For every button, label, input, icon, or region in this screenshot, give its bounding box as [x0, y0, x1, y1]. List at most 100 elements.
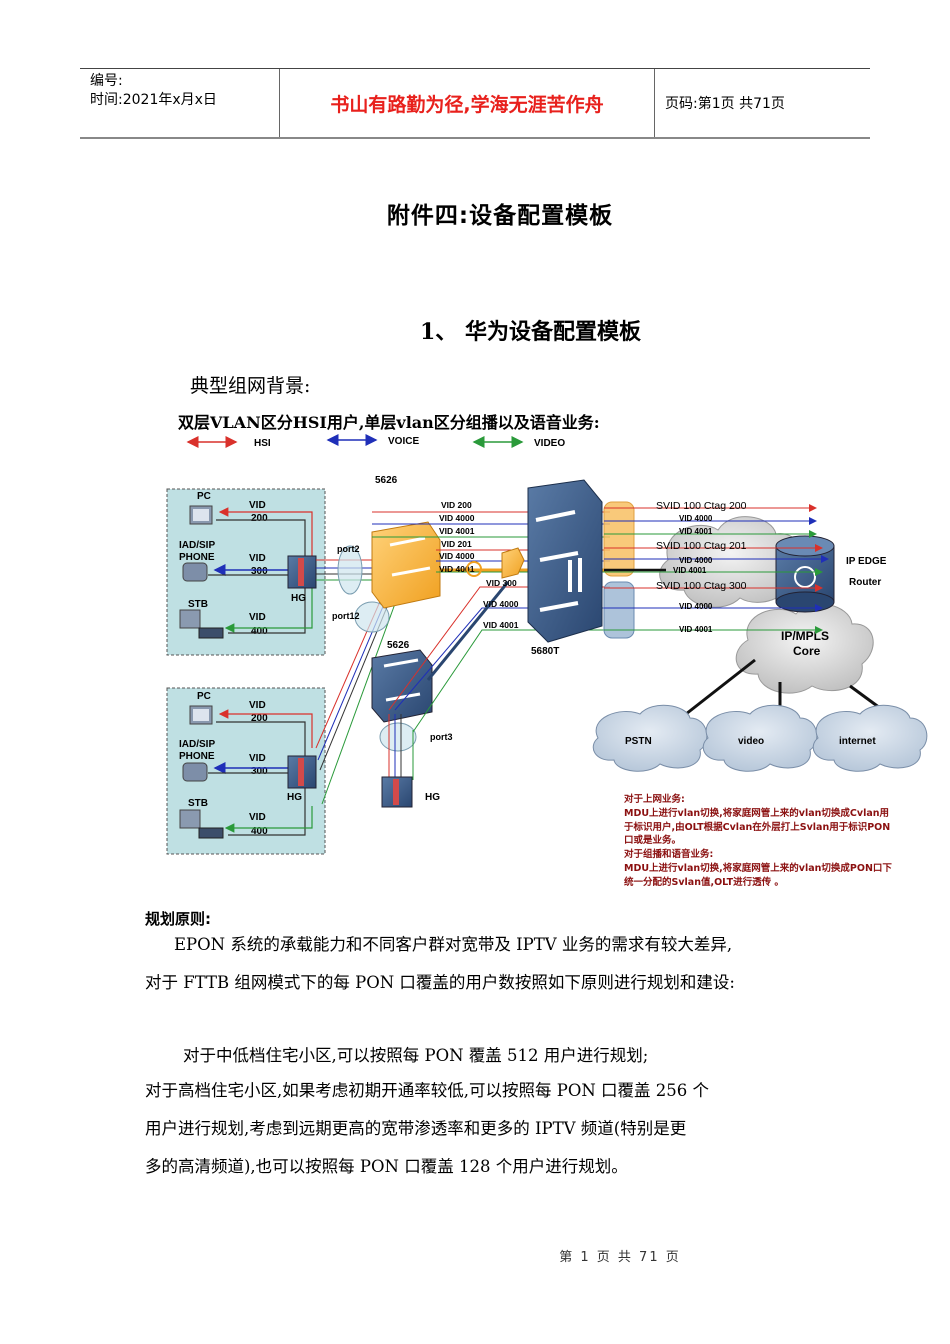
legend-hsi-label: HSI	[254, 438, 271, 449]
flow-label: SVID 100 Ctag 201	[656, 540, 747, 552]
gateway-label: HG	[291, 593, 306, 604]
device-label-phone-line2: PHONE	[179, 552, 215, 563]
vid-label: VID	[249, 753, 266, 764]
vid-label-bottom: VID 4001	[483, 620, 519, 630]
legend-video-label: VIDEO	[534, 438, 565, 449]
header-page-info: 页码:第1页 共71页	[665, 96, 785, 112]
port2-label: port2	[337, 544, 360, 554]
port3-label: port3	[430, 732, 453, 742]
header-motto: 书山有路勤为径,学海无涯苦作舟	[280, 69, 655, 137]
legend-video: VIDEO	[472, 436, 565, 449]
page-header-table: 编号: 时间:2021年x月x日 书山有路勤为径,学海无涯苦作舟 页码:第1页 …	[80, 68, 870, 139]
cloud-label-pstn: PSTN	[625, 736, 652, 747]
device-label-stb: STB	[188, 599, 208, 610]
page-footer: 第 1 页 共 71 页	[559, 1250, 681, 1265]
vid-label: VID	[249, 812, 266, 823]
pc-icon	[189, 505, 213, 525]
flow-label: SVID 100 Ctag 200	[656, 500, 747, 512]
ip-edge-router-icon	[775, 535, 835, 613]
cloud-label-internet: internet	[839, 736, 876, 747]
home-group-1: PC IAD/SIP PHONE STB VID 200 VID 300 VID…	[179, 491, 317, 639]
port12-label: port12	[332, 611, 360, 621]
vid-label: VID	[249, 700, 266, 711]
vid-label-bottom: VID 300	[486, 578, 517, 588]
router-label-2: Router	[849, 577, 881, 588]
gateway-label: HG	[287, 792, 302, 803]
planning-paragraph-3-line-3: 多的高清频道),也可以按照每 PON 口覆盖 128 个用户进行规划。	[145, 1157, 628, 1176]
vid-label-top: VID 4000	[439, 551, 475, 561]
vid-label-top: VID 4000	[439, 513, 475, 523]
planning-heading: 规划原则:	[145, 910, 211, 928]
flow-label: VID 4000	[679, 514, 713, 523]
device-label-pc: PC	[197, 691, 211, 702]
legend-voice: VOICE	[326, 434, 419, 447]
right-flows: SVID 100 Ctag 200 VID 4000 VID 4001 SVID…	[604, 500, 829, 634]
cloud-label-video: video	[738, 736, 764, 747]
planning-paragraph-1-line-2: 对于 FTTB 组网模式下的每 PON 口覆盖的用户数按照如下原则进行规划和建设…	[145, 973, 735, 992]
vid-number: 400	[251, 826, 268, 837]
olt-port-cylinder-1	[603, 501, 635, 577]
device-label-pc: PC	[197, 491, 211, 502]
home-gateway-icon	[287, 755, 317, 789]
background-label: 典型组网背景:	[190, 375, 311, 397]
vid-label: VID	[249, 500, 266, 511]
vid-label-bottom: VID 4000	[483, 599, 519, 609]
flow-label: VID 4001	[679, 625, 713, 634]
vid-label-top: VID 200	[441, 500, 472, 510]
core-label-1: IP/MPLS	[781, 629, 829, 643]
port12-cylinder	[354, 601, 390, 633]
legend-voice-label: VOICE	[388, 436, 419, 447]
switch-bottom-label: 5626	[387, 640, 410, 651]
note-line: MDU上进行vlan切换,将家庭网管上来的vlan切换成Cvlan用于标识用户,…	[624, 807, 891, 847]
legend-hsi: HSI	[186, 436, 271, 449]
planning-paragraph-1-line-1: EPON 系统的承载能力和不同客户群对宽带及 IPTV 业务的需求有较大差异,	[174, 935, 733, 954]
hg-bottom-label: HG	[425, 792, 440, 803]
vid-number: 300	[251, 766, 268, 777]
diagram-title: 双层VLAN区分HSI用户,单层vlan区分组播以及语音业务:	[178, 413, 600, 432]
note-line: MDU上进行vlan切换,将家庭网管上来的vlan切换成PON口下统一分配的Sv…	[624, 862, 892, 888]
switch-5626-bottom	[371, 649, 433, 723]
legend: HSI VOICE VIDEO	[186, 434, 565, 449]
switch-5626-top	[371, 521, 441, 609]
switch-top-label: 5626	[375, 475, 398, 486]
stb-icon	[179, 809, 224, 839]
planning-paragraph-3-line-2: 用户进行规划,考虑到远期更高的宽带渗透率和更多的 IPTV 频道(特别是更	[145, 1119, 687, 1138]
flow-label: SVID 100 Ctag 300	[656, 580, 747, 592]
vid-label: VID	[249, 553, 266, 564]
vid-number: 400	[251, 626, 268, 637]
home-gateway-bottom-icon	[381, 776, 413, 808]
header-meta-cell: 编号: 时间:2021年x月x日	[80, 69, 280, 137]
video-cloud	[702, 704, 818, 772]
diagram-notes: 对于上网业务: MDU上进行vlan切换,将家庭网管上来的vlan切换成Cvla…	[624, 793, 894, 890]
home-gateway-icon	[287, 555, 317, 589]
olt-5680t	[527, 479, 603, 643]
planning-paragraph-3-line-1: 对于高档住宅小区,如果考虑初期开通率较低,可以按照每 PON 口覆盖 256 个	[145, 1081, 710, 1100]
phone-icon	[182, 762, 208, 782]
vid-number: 200	[251, 713, 268, 724]
device-label-phone-line2: PHONE	[179, 751, 215, 762]
flow-label: VID 4001	[673, 566, 707, 575]
home-group-2: PC IAD/SIP PHONE STB VID 200 VID 300 VID…	[179, 691, 317, 839]
internet-cloud	[812, 704, 928, 772]
planning-paragraph-2: 对于中低档住宅小区,可以按照每 PON 覆盖 512 用户进行规划;	[183, 1046, 649, 1065]
network-diagram: HSI VOICE VIDEO PC IAD/SIP PHONE STB VID…	[166, 434, 928, 855]
device-label-phone: IAD/SIP	[179, 540, 215, 551]
pc-icon	[189, 705, 213, 725]
header-number-label: 编号:	[90, 73, 123, 89]
router-label-1: IP EDGE	[846, 556, 887, 567]
vid-label-top: VID 201	[441, 539, 472, 549]
splitter-icon	[501, 547, 525, 579]
device-label-phone: IAD/SIP	[179, 739, 215, 750]
flow-label: VID 4000	[679, 556, 713, 565]
stb-icon	[179, 609, 224, 639]
section-heading: 1、 华为设备配置模板	[420, 319, 641, 345]
flow-label: VID 4000	[679, 602, 713, 611]
phone-icon	[182, 562, 208, 582]
note-line: 对于上网业务:	[624, 794, 685, 805]
pstn-cloud	[592, 704, 708, 772]
ip-mpls-core-cloud	[735, 603, 874, 694]
olt-label: 5680T	[531, 646, 559, 657]
flow-label: VID 4001	[679, 527, 713, 536]
document-title: 附件四:设备配置模板	[386, 203, 614, 229]
core-label-2: Core	[793, 644, 821, 658]
